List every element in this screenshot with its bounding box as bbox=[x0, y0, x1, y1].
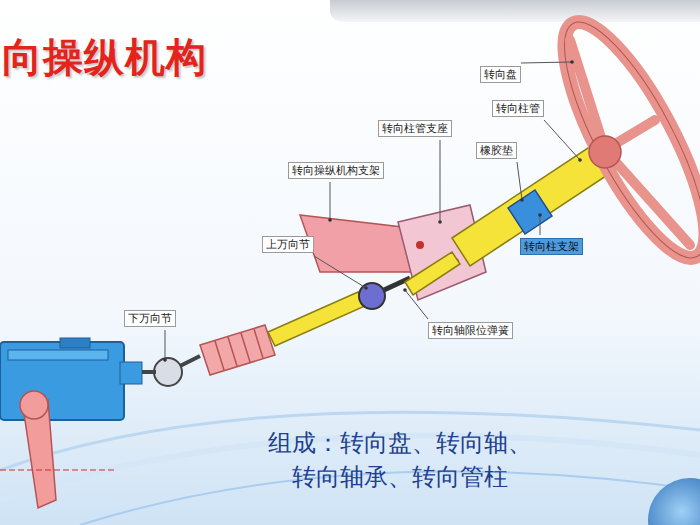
part-label: 上万向节 bbox=[262, 236, 314, 253]
globe bbox=[648, 478, 700, 525]
leader-dot bbox=[328, 218, 332, 222]
center-line bbox=[0, 470, 115, 471]
part-label: 转向柱支架 bbox=[520, 238, 583, 255]
leader-line bbox=[330, 182, 331, 220]
wheel-hub bbox=[589, 136, 621, 168]
leader-dot bbox=[538, 213, 542, 217]
part-label: 转向柱管 bbox=[492, 100, 544, 117]
bellows-fold bbox=[215, 329, 263, 370]
leader-line bbox=[517, 162, 522, 200]
part-label: 下万向节 bbox=[124, 310, 176, 327]
leader-dot bbox=[520, 198, 524, 202]
leader-line bbox=[405, 290, 428, 319]
slide-title: 向操纵机构 bbox=[2, 30, 207, 85]
wheel-spoke bbox=[570, 40, 690, 245]
caption: 组成：转向盘、转向轴、 转向轴承、转向管柱 bbox=[230, 426, 570, 494]
leader-dot bbox=[578, 158, 582, 162]
upper-universal-joint bbox=[359, 283, 385, 309]
part-label: 转向轴限位弹簧 bbox=[428, 322, 513, 339]
leader-dot bbox=[403, 288, 407, 292]
wheel-rim-edge bbox=[539, 6, 700, 275]
leader-dot bbox=[570, 60, 574, 64]
leader-line bbox=[540, 215, 541, 235]
leader-line bbox=[165, 330, 166, 360]
bellows bbox=[200, 325, 275, 375]
bolt bbox=[416, 241, 424, 249]
wheel-rim bbox=[539, 6, 700, 275]
leader-dot bbox=[438, 220, 442, 224]
steering-wheel bbox=[539, 6, 700, 275]
rubber-pad bbox=[508, 190, 552, 234]
gear-ridge bbox=[8, 350, 108, 360]
gear-input bbox=[120, 362, 142, 384]
gear-cap bbox=[60, 338, 90, 348]
steering-shaft bbox=[268, 292, 365, 346]
part-label: 橡胶垫 bbox=[476, 142, 517, 159]
part-label: 转向操纵机构支架 bbox=[288, 162, 384, 179]
lower-universal-joint bbox=[154, 358, 182, 386]
top-band bbox=[330, 0, 700, 22]
leader-line bbox=[544, 120, 580, 160]
part-label: 转向柱管支座 bbox=[378, 120, 452, 137]
steering-shaft bbox=[405, 252, 460, 295]
leader-line bbox=[521, 62, 572, 63]
joint-yoke bbox=[142, 356, 200, 372]
pitman-hub bbox=[20, 391, 48, 419]
leader-dot bbox=[364, 286, 368, 290]
steering-gear-box bbox=[0, 342, 124, 420]
leader-line bbox=[440, 140, 441, 222]
leader-dot bbox=[163, 358, 167, 362]
leader-line bbox=[314, 256, 366, 288]
part-label: 转向盘 bbox=[480, 66, 521, 83]
